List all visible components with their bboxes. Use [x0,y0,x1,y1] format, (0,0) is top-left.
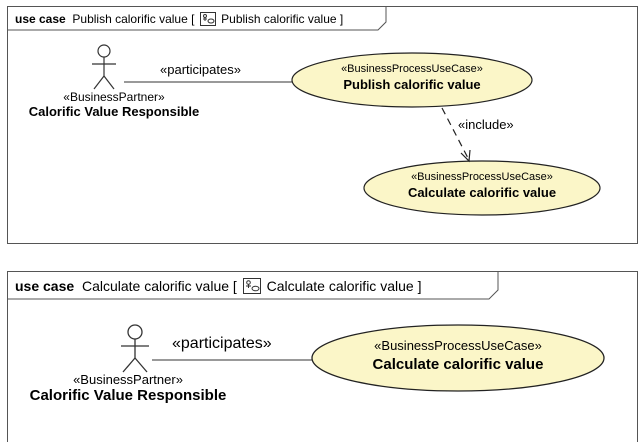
frame-bracket-open: [ [232,278,237,294]
frame-title: Calculate calorific value [81,278,230,294]
frame-header: use case Calculate calorific value [ Cal… [15,278,421,297]
usecase-name: Publish calorific value [343,77,481,92]
usecase-stereotype: «BusinessProcessUseCase» [374,338,542,353]
frame-bracket-close: ] [339,12,344,26]
association-label: «participates» [160,62,241,77]
usecase-name: Calculate calorific value [407,185,557,200]
usecase-stereotype: «BusinessProcessUseCase» [411,171,553,183]
association-label: «participates» [172,335,272,352]
actor-figure-icon [92,44,116,90]
diagram-frame-calculate: use case Calculate calorific value [ Cal… [7,271,638,442]
frame-title: Publish calorific value [72,12,188,26]
usecase-name: Calculate calorific value [372,356,544,373]
actor-name: Calorific Value Responsible [29,387,227,404]
usecase-ellipse-calculate [311,324,605,392]
usecase-calculate-calorific-value[interactable]: «BusinessProcessUseCase» Calculate calor… [364,171,600,200]
diagram-edges [121,324,605,392]
diagram-edges [92,44,601,216]
include-label: «include» [458,117,514,132]
diagram-reference-icon[interactable] [199,12,216,29]
actor-figure-icon [121,324,149,373]
diagram-frame-publish: use case Publish calorific value [ Publi… [7,6,638,244]
actor-stereotype: «BusinessPartner» [73,372,183,387]
frame-bracket-open: [ [191,12,195,26]
usecase-publish-calorific-value[interactable]: «BusinessProcessUseCase» Publish calorif… [292,63,532,92]
usecase-ellipse-publish [291,52,533,108]
actor-calorific-value-responsible[interactable]: «BusinessPartner» Calorific Value Respon… [8,372,248,404]
actor-stereotype: «BusinessPartner» [63,90,165,104]
frame-keyword: use case [15,278,75,294]
frame-ref-title[interactable]: Calculate calorific value [266,278,414,294]
usecase-ellipse-calculate [363,160,601,216]
frame-tab-outline [8,7,387,31]
frame-bracket-close: ] [417,278,422,294]
frame-tab [8,7,388,243]
include-dependency-line [441,107,470,161]
frame-tab-outline [8,272,499,300]
usecase-calculate-calorific-value[interactable]: «BusinessProcessUseCase» Calculate calor… [312,338,604,373]
frame-keyword: use case [15,12,66,26]
frame-tab [8,272,508,442]
include-arrowhead [460,149,471,163]
frame-header: use case Publish calorific value [ Publi… [15,12,343,29]
usecase-stereotype: «BusinessProcessUseCase» [341,63,483,75]
frame-ref-title[interactable]: Publish calorific value [221,12,337,26]
actor-calorific-value-responsible[interactable]: «BusinessPartner» Calorific Value Respon… [14,90,214,119]
actor-name: Calorific Value Responsible [28,104,200,119]
diagram-reference-icon[interactable] [242,278,261,297]
